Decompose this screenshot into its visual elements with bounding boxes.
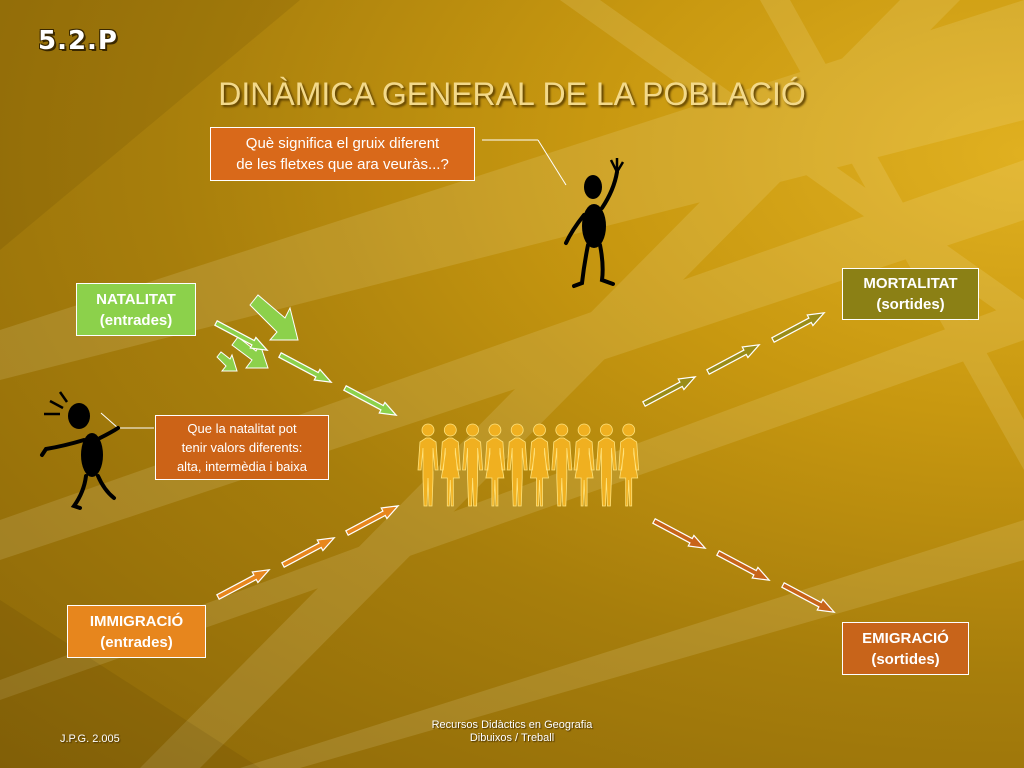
mortalitat-sub: (sortides)	[876, 296, 945, 313]
emigracio-sub: (sortides)	[871, 650, 940, 668]
answer-box: Que la natalitat pot tenir valors difere…	[155, 415, 329, 480]
footer-line-2: Dibuixos / Treball	[469, 732, 555, 744]
question-line-1: Què significa el gruix diferent	[245, 135, 440, 152]
natalitat-arrow-low	[216, 351, 238, 372]
emigracio-arrow-chain	[650, 515, 838, 619]
immigracio-arrow-chain	[214, 499, 402, 603]
person-figure	[573, 423, 595, 507]
natalitat-label: NATALITAT	[96, 290, 176, 308]
person-figure	[462, 423, 484, 507]
immigracio-sub: (entrades)	[100, 633, 173, 651]
page-title: DINÀMICA GENERAL DE LA POBLACIÓ	[218, 76, 806, 112]
speech-connector-top-diag	[537, 139, 567, 186]
footer-author: J.P.G. 2.005	[60, 733, 120, 745]
person-figure	[551, 423, 573, 507]
footer-line-1: Recursos Didàctics en Geografia	[431, 719, 593, 731]
answer-line-3: alta, intermèdia i baixa	[176, 459, 308, 474]
natalitat-arrow-chain	[212, 317, 400, 422]
answer-line-1: Que la natalitat pot	[187, 421, 297, 436]
person-figure	[529, 423, 550, 507]
emigracio-box: EMIGRACIÓ (sortides)	[842, 622, 969, 675]
natalitat-box: NATALITAT (entrades)	[76, 283, 196, 336]
emigracio-label: EMIGRACIÓ	[862, 629, 949, 647]
immigracio-label: IMMIGRACIÓ	[89, 612, 184, 630]
mortalitat-box: MORTALITAT (sortides)	[842, 268, 979, 320]
question-line-2: de les fletxes que ara veuràs...?	[236, 156, 449, 173]
stick-figure-waving-icon	[564, 158, 625, 288]
person-figure	[595, 423, 617, 507]
person-figure	[439, 423, 461, 507]
natalitat-arrow-high	[249, 294, 299, 341]
person-figure	[484, 423, 506, 507]
natalitat-sub: (entrades)	[99, 311, 173, 329]
immigracio-box: IMMIGRACIÓ (entrades)	[67, 605, 206, 658]
person-figure	[506, 423, 528, 507]
speech-connector-left	[100, 412, 119, 429]
slide-code: 5.2.P	[38, 26, 118, 56]
footer-credits: Recursos Didàctics en Geografia Dibuixos…	[412, 719, 612, 745]
mortalitat-arrow-chain	[640, 306, 828, 410]
answer-line-2: tenir valors diferents:	[181, 440, 303, 455]
population-people-icon	[417, 423, 640, 507]
question-box: Què significa el gruix diferent de les f…	[210, 127, 475, 181]
person-figure	[618, 423, 640, 507]
mortalitat-label: MORTALITAT	[863, 275, 958, 292]
stick-figure-shouting-icon	[40, 391, 120, 510]
person-figure	[417, 423, 439, 507]
